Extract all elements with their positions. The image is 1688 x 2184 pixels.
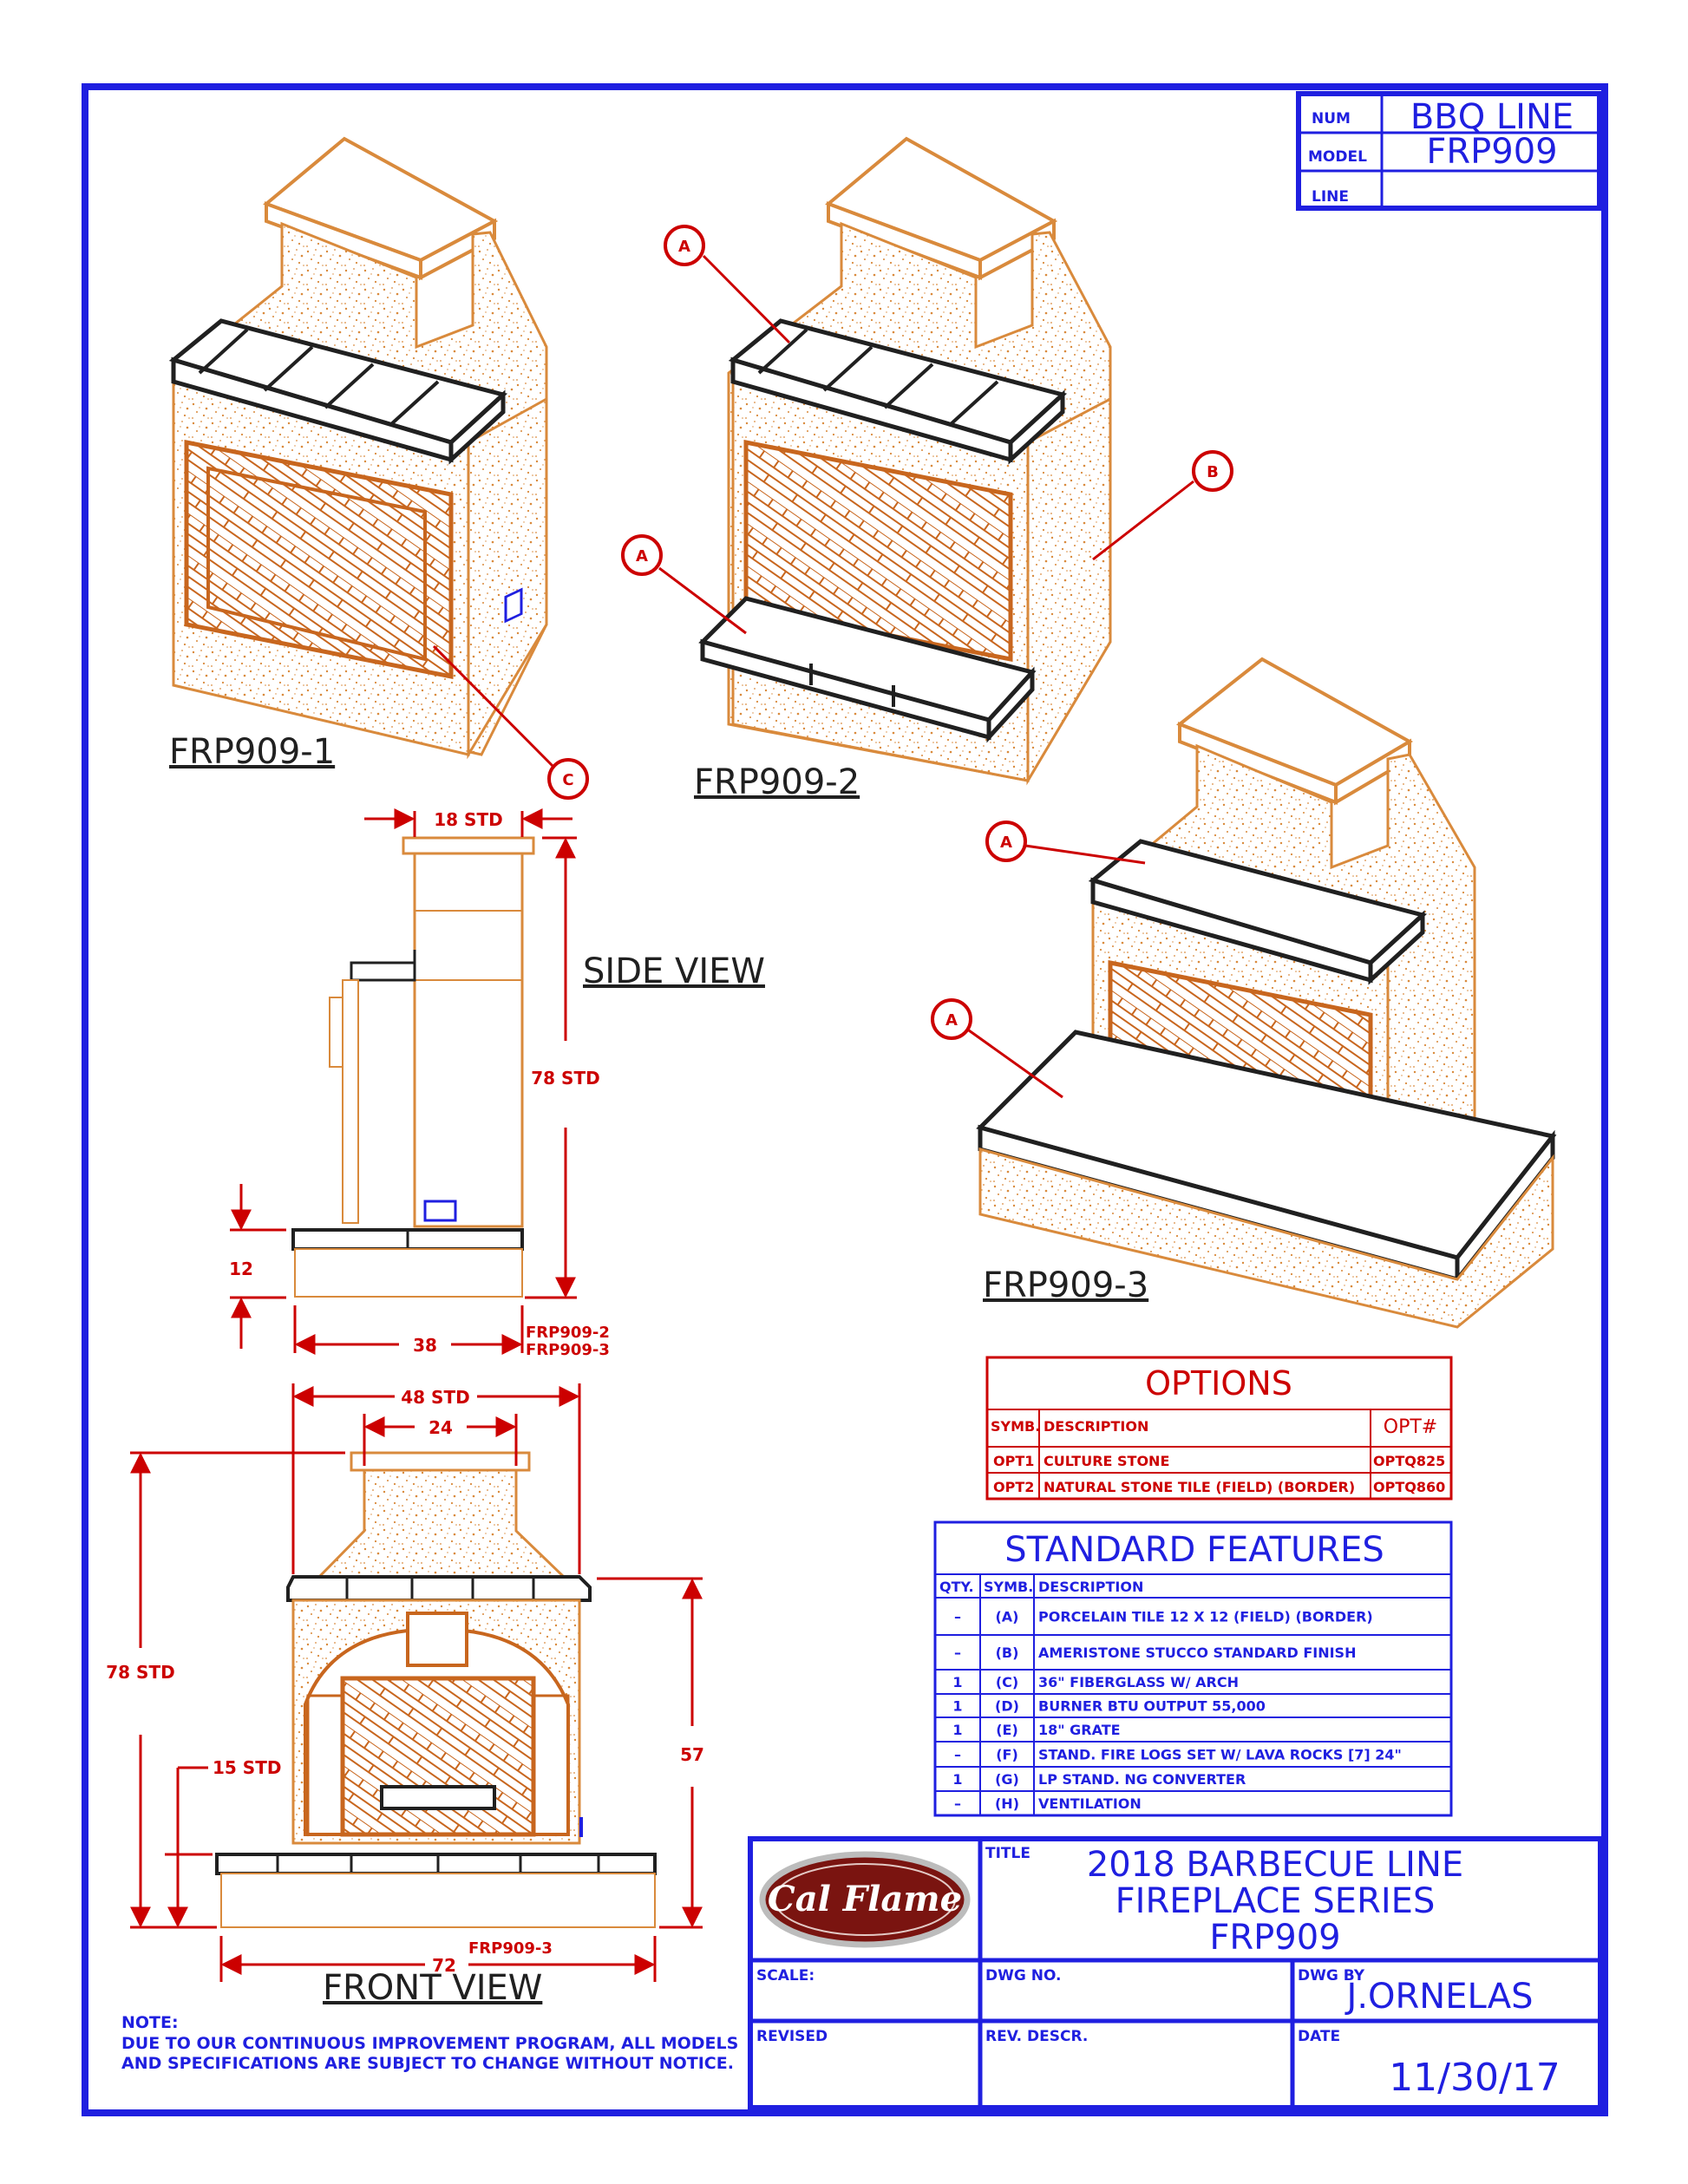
callout-a-2: A [636,547,648,566]
options-row-1-opt: OPTQ825 [1373,1453,1445,1469]
cal-flame-logo: Cal Flame [759,1851,971,1948]
features-header-desc: DESCRIPTION [1038,1579,1143,1595]
title-line-2: FIREPLACE SERIES [1116,1881,1436,1921]
dim-width-72: 72 [432,1955,456,1976]
callout-a-1: A [678,238,690,256]
features-row-1-desc: PORCELAIN TILE 12 X 12 (FIELD) (BORDER) [1038,1609,1373,1625]
date-label: DATE [1298,2028,1340,2045]
features-header-symb: SYMB. [984,1579,1033,1595]
callouts: A A B C A A [432,225,1233,1099]
features-row-6-qty: – [954,1747,961,1763]
fireplace-iso-1 [168,136,548,760]
title-label: TITLE [985,1845,1030,1862]
features-row-6-desc: STAND. FIRE LOGS SET W/ LAVA ROCKS [7] 2… [1038,1747,1402,1763]
features-row-5-symb: (E) [996,1722,1018,1738]
callout-b: B [1207,463,1219,481]
scale-label: SCALE: [756,1967,815,1985]
header-box: NUM BBQ LINE MODEL FRP909 LINE [1296,91,1602,211]
note-line-1: DUE TO OUR CONTINUOUS IMPROVEMENT PROGRA… [121,2034,738,2053]
features-row-2-qty: – [954,1645,961,1661]
dwg-no-label: DWG NO. [985,1967,1062,1985]
fireplace-iso-3 [976,657,1557,1329]
features-row-3-desc: 36" FIBERGLASS W/ ARCH [1038,1674,1239,1690]
dim-base-12: 12 [229,1259,253,1279]
dim-width-48: 48 STD [401,1387,469,1408]
features-row-5-qty: 1 [952,1722,962,1738]
features-row-1-qty: – [954,1609,961,1625]
note-line-2: AND SPECIFICATIONS ARE SUBJECT TO CHANGE… [121,2054,734,2073]
line-label: LINE [1312,188,1349,206]
features-row-7-qty: 1 [952,1771,962,1788]
title-line-1: 2018 BARBECUE LINE [1087,1845,1463,1885]
note-label: NOTE: [121,2013,179,2032]
options-header-opt: OPT# [1384,1416,1437,1438]
dim-hearth-15: 15 STD [213,1757,281,1778]
num-label: NUM [1312,110,1351,128]
features-row-7-desc: LP STAND. NG CONVERTER [1038,1771,1246,1788]
dim-front-78: 78 STD [106,1662,174,1683]
date-value: 11/30/17 [1389,2056,1560,2100]
title-block: Cal Flame TITLE 2018 BARBECUE LINE FIREP… [748,1836,1603,2110]
side-view [291,836,535,1298]
options-row-1-desc: CULTURE STONE [1044,1453,1169,1469]
model-label: MODEL [1308,148,1367,166]
callout-a-3: A [1000,834,1012,852]
callout-c: C [562,771,573,789]
features-row-1-symb: (A) [995,1609,1018,1625]
title-line-3: FRP909 [1209,1918,1340,1958]
features-row-4-symb: (D) [995,1698,1019,1715]
dim-mantel-57: 57 [680,1744,704,1765]
view-label-frp909-1: FRP909-1 [169,732,335,772]
features-row-6-symb: (F) [996,1747,1018,1763]
features-header-qty: QTY. [939,1579,974,1595]
options-row-2-opt: OPTQ860 [1373,1479,1445,1495]
features-row-8-symb: (H) [995,1795,1019,1812]
options-header-symb: SYMB. [991,1418,1040,1435]
front-view [215,1451,657,1928]
dwg-by-value: J.ORNELAS [1345,1977,1534,2017]
front-dimensions [130,1383,703,1982]
view-label-frp909-2: FRP909-2 [694,762,860,802]
dim-depth-note-2: FRP909-3 [526,1341,610,1359]
side-dimensions [230,808,577,1355]
sheet-border [82,83,1608,2116]
options-row-2-symb: OPT2 [993,1479,1034,1495]
options-header-desc: DESCRIPTION [1044,1418,1148,1435]
features-row-3-symb: (C) [996,1674,1018,1690]
options-row-1-symb: OPT1 [993,1453,1034,1469]
callout-a-4: A [945,1011,958,1030]
features-row-5-desc: 18" GRATE [1038,1722,1121,1738]
revised-label: REVISED [756,2028,828,2045]
features-row-4-desc: BURNER BTU OUTPUT 55,000 [1038,1698,1266,1715]
dim-height-78-side: 78 STD [531,1068,599,1089]
dim-depth-38: 38 [413,1335,437,1356]
view-label-side: SIDE VIEW [583,951,765,991]
num-value: BBQ LINE [1410,97,1574,137]
features-row-8-qty: – [954,1795,961,1812]
dim-width-72-note: FRP909-3 [468,1939,553,1958]
options-row-2-desc: NATURAL STONE TILE (FIELD) (BORDER) [1044,1479,1355,1495]
dim-width-24: 24 [429,1417,453,1438]
options-title: OPTIONS [1145,1364,1292,1403]
dim-depth-note-1: FRP909-2 [526,1324,610,1342]
features-row-7-symb: (G) [995,1771,1019,1788]
fireplace-iso-2 [698,136,1112,786]
view-label-front: FRONT VIEW [323,1968,542,2008]
rev-descr-label: REV. DESCR. [985,2028,1088,2045]
features-row-2-symb: (B) [996,1645,1019,1661]
view-label-frp909-3: FRP909-3 [983,1265,1148,1305]
features-title: STANDARD FEATURES [1004,1530,1384,1570]
features-row-2-desc: AMERISTONE STUCCO STANDARD FINISH [1038,1645,1356,1661]
logo-text: Cal Flame [768,1879,962,1919]
standard-features-table: STANDARD FEATURES QTY. SYMB. DESCRIPTION… [933,1520,1453,1817]
dwg-by-label: DWG BY [1298,1967,1365,1985]
features-row-4-qty: 1 [952,1698,962,1715]
features-row-3-qty: 1 [952,1674,962,1690]
model-value: FRP909 [1426,132,1557,172]
options-table: OPTIONS SYMB. DESCRIPTION OPT# OPT1 CULT… [985,1356,1453,1501]
dim-top-18: 18 STD [434,809,502,830]
features-row-8-desc: VENTILATION [1038,1795,1142,1812]
